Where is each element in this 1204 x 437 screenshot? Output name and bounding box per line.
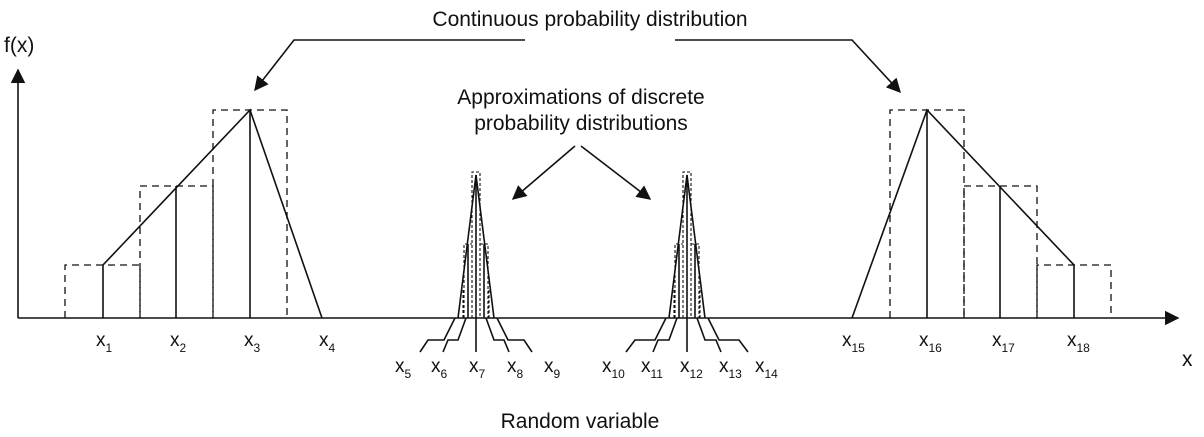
x-label-3: x3 (244, 330, 261, 355)
x-label-subscript-13: 13 (729, 367, 743, 381)
x-label-subscript-12: 12 (690, 367, 704, 381)
discrete-approximations-title-line2: probability distributions (474, 112, 688, 135)
right-discrete-bar-x18 (1036, 264, 1112, 318)
right-discrete-bar-x17 (963, 185, 1038, 318)
continuous-callout-right-arrow (675, 39, 901, 94)
x-label-subscript-1: 1 (106, 341, 113, 355)
x-label-13: x13 (719, 356, 742, 381)
x-label-subscript-4: 4 (329, 341, 336, 355)
x-label-5: x5 (395, 356, 412, 381)
x-axis-label: x (1182, 348, 1193, 371)
x-label-18: x18 (1067, 330, 1090, 355)
x-label-7: x7 (469, 356, 486, 381)
x-label-6: x6 (431, 356, 448, 381)
x-label-9: x9 (544, 356, 561, 381)
x-label-subscript-5: 5 (405, 367, 412, 381)
right-discrete-bar-x16 (889, 109, 965, 318)
narrow-peak-right (625, 171, 749, 353)
x-label-subscript-2: 2 (180, 341, 187, 355)
x-label-subscript-16: 16 (929, 341, 943, 355)
x-label-subscript-15: 15 (852, 341, 866, 355)
x-label-subscript-8: 8 (517, 367, 524, 381)
x-point-labels: x1 x2 x3 x4 x5 x6 x7 x8 x9 x10 x11 x12 x13 x14 x15 x16 x… (96, 330, 1090, 381)
x-label-1: x1 (96, 330, 113, 355)
x-label-15: x15 (842, 330, 865, 355)
discrete-callout-right-arrow (580, 145, 652, 200)
y-axis-label: f(x) (4, 34, 34, 57)
x-label-16: x16 (919, 330, 942, 355)
random-variable-label: Random variable (501, 410, 660, 433)
x-label-subscript-17: 17 (1002, 341, 1016, 355)
narrow-peak-left (419, 171, 533, 353)
discrete-callout-left-arrow (511, 145, 576, 200)
x-label-14: x14 (755, 356, 778, 381)
x-label-subscript-3: 3 (254, 341, 261, 355)
x-label-subscript-14: 14 (765, 367, 779, 381)
x-label-subscript-11: 11 (651, 367, 664, 381)
x-label-subscript-6: 6 (441, 367, 448, 381)
x-label-subscript-7: 7 (479, 367, 486, 381)
continuous-distribution-title: Continuous probability distribution (432, 8, 747, 31)
x-label-10: x10 (602, 356, 625, 381)
x-label-12: x12 (680, 356, 703, 381)
x-label-11: x11 (641, 356, 663, 381)
x-label-4: x4 (319, 330, 336, 355)
x-label-8: x8 (507, 356, 524, 381)
x-label-subscript-9: 9 (554, 367, 561, 381)
x-label-17: x17 (992, 330, 1015, 355)
right-continuous-curve (851, 108, 1075, 319)
x-label-subscript-18: 18 (1077, 341, 1091, 355)
x-label-subscript-10: 10 (612, 367, 626, 381)
continuous-callout-left-arrow (254, 39, 525, 92)
left-discrete-bar-x3 (212, 109, 288, 318)
discrete-approximations-title-line1: Approximations of discrete (457, 86, 704, 109)
x-label-2: x2 (170, 330, 187, 355)
left-discrete-bar-x1 (64, 264, 141, 318)
